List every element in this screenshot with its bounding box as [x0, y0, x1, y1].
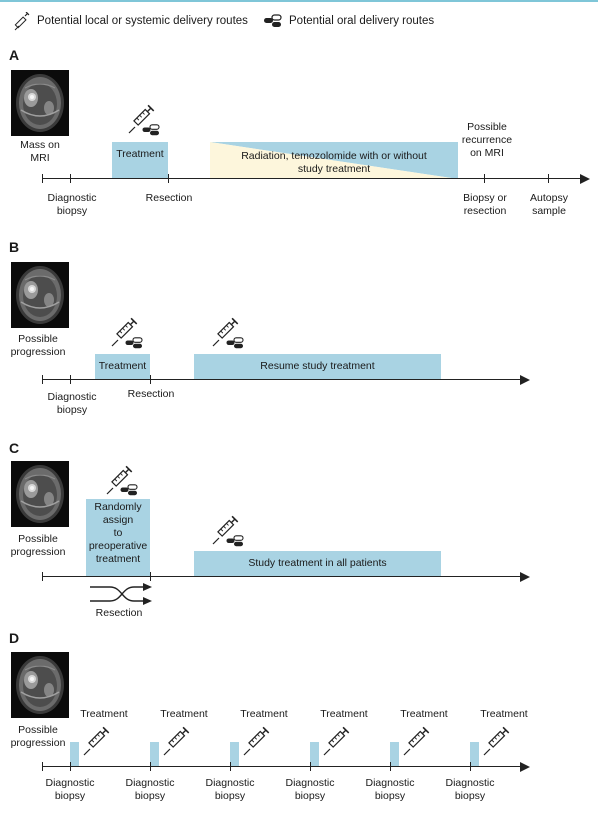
timeline-axis-c: [42, 576, 522, 578]
tick: [42, 375, 44, 384]
panel-a-letter: A: [9, 47, 20, 63]
pill-icon: [263, 13, 283, 29]
treatment-bar: [150, 742, 159, 767]
tick: [150, 572, 152, 581]
tick: [70, 375, 72, 384]
pill-icon: [226, 337, 244, 349]
syringe-icon: [402, 723, 430, 757]
mri-scan-image: [11, 461, 69, 527]
treatment-bar: [470, 742, 479, 767]
treatment-label: Treatment: [160, 708, 208, 720]
tick: [42, 762, 44, 771]
radiation-temozolomide-box: Radiation, temozolomide with or without …: [210, 142, 458, 179]
syringe-icon: [211, 314, 239, 348]
tick: [484, 174, 486, 183]
treatment-box: Treatment: [95, 354, 150, 379]
treatment-label: Treatment: [80, 708, 128, 720]
mri-scan-image: [11, 652, 69, 718]
syringe-icon: [105, 462, 133, 496]
resume-study-treatment-box: Resume study treatment: [194, 354, 441, 379]
treatment-bar: [390, 742, 399, 767]
syringe-icon: [162, 723, 190, 757]
mri-scan-image: [11, 262, 69, 328]
mri-scan-image: [11, 70, 69, 136]
resection-label: Resection: [145, 192, 193, 204]
pill-icon: [120, 484, 138, 496]
study-treatment-all-patients-box: Study treatment in all patients: [194, 551, 441, 576]
top-rule: [0, 0, 598, 2]
pill-icon: [226, 535, 244, 547]
timeline-arrowhead: [580, 174, 590, 184]
panel-c-letter: C: [9, 440, 20, 456]
syringe-icon: [211, 512, 239, 546]
resection-label: Resection: [127, 388, 175, 400]
timeline-arrowhead: [520, 375, 530, 385]
syringe-icon: [127, 101, 155, 135]
treatment-label: Treatment: [320, 708, 368, 720]
treatment-bar: [230, 742, 239, 767]
timeline-arrowhead: [520, 572, 530, 582]
tick: [548, 174, 550, 183]
tick: [70, 174, 72, 183]
treatment-bar: [70, 742, 79, 767]
treatment-bar: [310, 742, 319, 767]
resection-label: Resection: [95, 607, 143, 619]
panel-b-letter: B: [9, 239, 20, 255]
tick: [168, 174, 170, 183]
syringe-icon: [82, 723, 110, 757]
treatment-box: Treatment: [112, 142, 168, 179]
syringe-icon: [322, 723, 350, 757]
treatment-label: Treatment: [480, 708, 528, 720]
timeline-arrowhead: [520, 762, 530, 772]
timeline-axis-d: [42, 766, 522, 768]
crossover-arrows-icon: [88, 583, 154, 605]
treatment-label: Treatment: [240, 708, 288, 720]
random-assignment-box: Randomly assign to preoperative treatmen…: [86, 499, 150, 576]
timeline-axis-b: [42, 379, 522, 381]
pill-icon: [125, 337, 143, 349]
tick: [42, 174, 44, 183]
syringe-icon: [242, 723, 270, 757]
legend-pill-label: Potential oral delivery routes: [289, 15, 435, 27]
panel-d-letter: D: [9, 630, 20, 646]
treatment-label: Treatment: [400, 708, 448, 720]
tick: [42, 572, 44, 581]
timeline-axis-a: [42, 178, 582, 180]
tick: [150, 375, 152, 384]
syringe-icon: [482, 723, 510, 757]
legend-syringe-label: Potential local or systemic delivery rou…: [37, 15, 248, 27]
pill-icon: [142, 124, 160, 136]
syringe-icon: [110, 314, 138, 348]
syringe-icon: [13, 12, 31, 32]
